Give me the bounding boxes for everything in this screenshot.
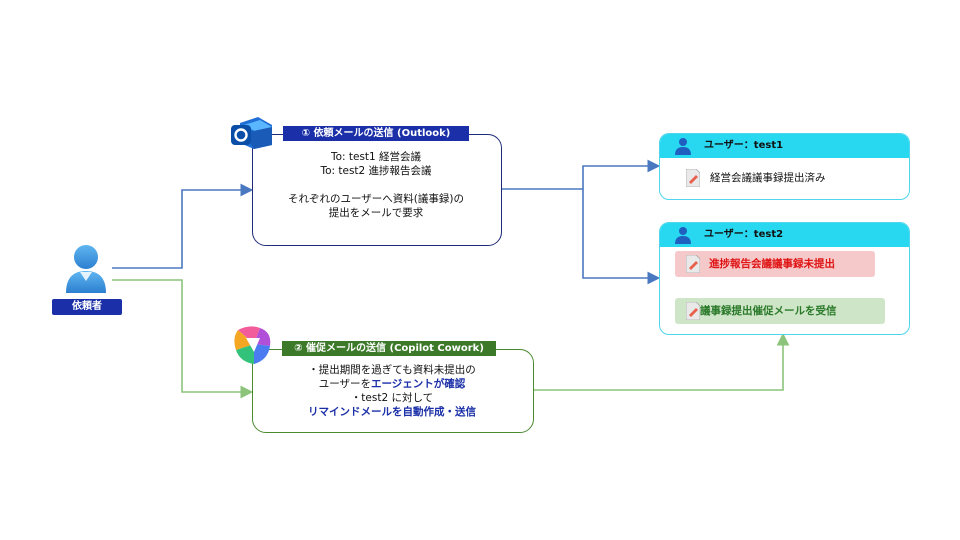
- user-test1-card: ユーザー：test1: [659, 133, 910, 200]
- person-icon: [62, 243, 110, 295]
- agent-check-highlight: エージェントが確認: [371, 378, 466, 390]
- test2-missing-status: 進捗報告会議議事録未提出: [709, 258, 835, 270]
- user-icon: [674, 137, 692, 155]
- check-line-2-plain: ユーザーを: [318, 378, 371, 390]
- to-test2-line: To: test2 進捗報告会議: [320, 165, 432, 177]
- requester-label: 依頼者: [52, 299, 122, 315]
- target-line: ・test2 に対して: [350, 392, 434, 404]
- check-line-1: ・提出期間を過ぎても資料未提出の: [308, 364, 476, 376]
- document-icon: [685, 168, 701, 188]
- to-test1-line: To: test1 経営会議: [330, 151, 422, 163]
- reminder-status-highlight: [675, 298, 885, 324]
- outlook-to-users-line: [500, 159, 661, 190]
- test1-status: 経営会議議事録提出済み: [710, 172, 826, 184]
- outlook-step-box: [252, 134, 502, 246]
- user-test1-label: ユーザー：test1: [704, 140, 784, 151]
- check-line-2: ユーザーをエージェントが確認: [252, 377, 532, 391]
- document-icon: [685, 254, 701, 274]
- copilot-step-header: ② 催促メールの送信 (Copilot Cowork): [282, 341, 496, 356]
- copilot-step-body: ・提出期間を過ぎても資料未提出の ユーザーをエージェントが確認 ・test2 に…: [252, 363, 532, 419]
- user-test2-card-header: ユーザー：test2: [660, 223, 909, 247]
- outlook-icon: [230, 115, 274, 151]
- spacer: [252, 178, 500, 192]
- outlook-to-test2-line: [582, 189, 661, 285]
- outlook-step-header: ① 依頼メールの送信 (Outlook): [283, 126, 469, 141]
- copilot-icon: [230, 324, 274, 366]
- copilot-to-test2-line: [532, 332, 790, 391]
- auto-remind-highlight: リマインドメールを自動作成・送信: [308, 406, 476, 418]
- outlook-step-body: To: test1 経営会議 To: test2 進捗報告会議 それぞれのユーザ…: [252, 150, 500, 220]
- user-icon: [674, 226, 692, 244]
- missing-status-highlight: [675, 251, 875, 277]
- request-line-2: 提出をメールで要求: [328, 207, 424, 219]
- request-line-1: それぞれのユーザーへ資料(議事録)の: [288, 193, 464, 205]
- user-test1-card-header: ユーザー：test1: [660, 134, 909, 158]
- document-icon: [685, 301, 701, 321]
- test2-reminder-status: 議事録提出催促メールを受信: [700, 305, 837, 317]
- requester-to-outlook-line: [112, 183, 254, 269]
- requester-to-copilot-line: [112, 279, 254, 399]
- user-test2-label: ユーザー：test2: [704, 229, 784, 240]
